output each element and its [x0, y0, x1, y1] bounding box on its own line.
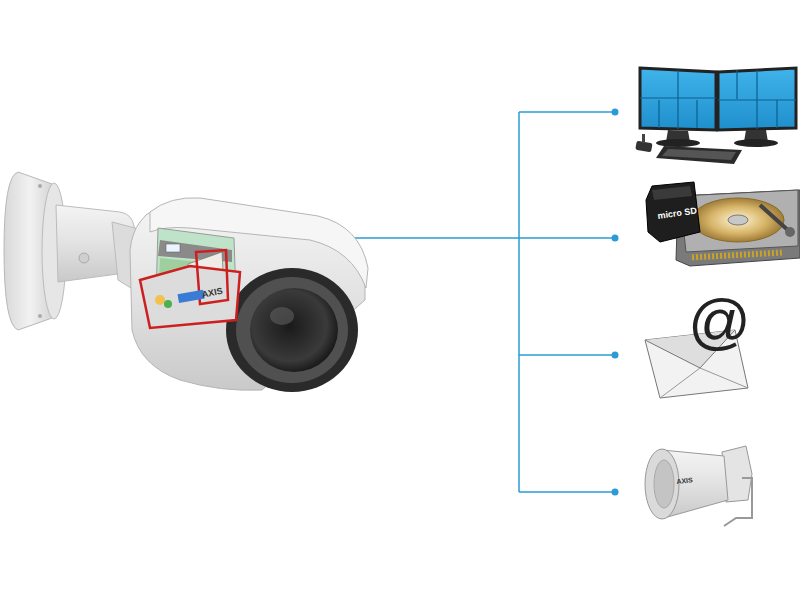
connection-lines: [218, 112, 615, 492]
monitor-workstation: [635, 68, 796, 164]
horn-speaker: [645, 446, 752, 526]
camera: [4, 172, 368, 392]
connection-dots: [215, 109, 619, 496]
email-symbol: @: [688, 290, 751, 352]
storage: [646, 182, 800, 266]
scene-inset: [140, 228, 240, 328]
